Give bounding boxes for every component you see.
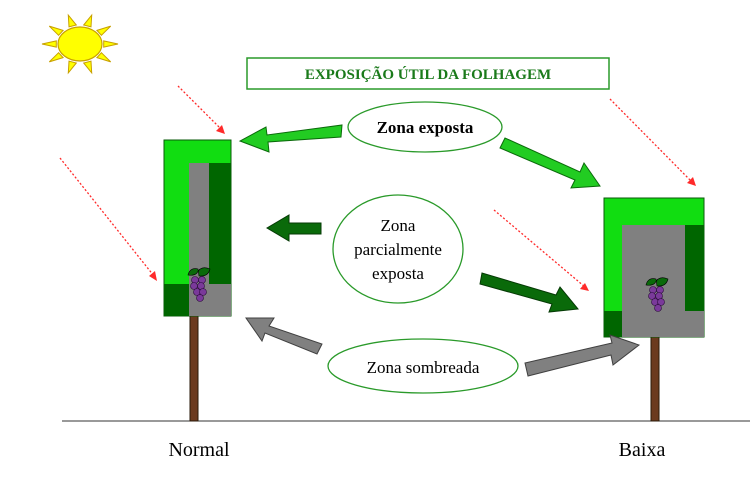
zone-shaded-label: Zona sombreada — [327, 338, 519, 394]
arrow-exposed-to-normal — [238, 124, 343, 153]
zone-partial-line-2: parcialmente — [354, 240, 442, 259]
title-text: EXPOSIÇÃO ÚTIL DA FOLHAGEM — [305, 65, 551, 83]
zone-partial-line-3: exposta — [372, 264, 424, 283]
sun-rays — [41, 13, 119, 75]
label-normal: Normal — [168, 439, 230, 461]
zone-partial-line-1: Zona — [381, 216, 416, 235]
sun-ray — [48, 51, 65, 63]
low-canopy-system — [603, 197, 705, 422]
sun-disc — [57, 26, 103, 62]
arrow-exposed-to-low — [499, 137, 601, 189]
arrow-shaded-to-normal — [245, 317, 323, 355]
shaded-zone-arrows — [245, 317, 641, 377]
normal-canopy-shaded-right — [209, 163, 231, 284]
grape-cluster-icon — [187, 267, 211, 302]
sun-icon — [41, 13, 119, 75]
zone-exposed-text: Zona exposta — [377, 118, 474, 137]
light-ray-4 — [493, 209, 589, 291]
partial-zone-arrows — [266, 214, 579, 313]
arrow-partial-to-normal — [266, 214, 322, 242]
label-low: Baixa — [619, 439, 666, 461]
zone-shaded-text: Zona sombreada — [367, 358, 480, 377]
grape-cluster-icon — [645, 277, 669, 312]
zone-partial-ellipse — [332, 194, 464, 304]
light-ray-2 — [59, 157, 157, 281]
sun-ray — [67, 60, 78, 75]
arrow-shaded-to-low — [524, 334, 641, 377]
zone-partial-label: Zona parcialmente exposta — [332, 194, 464, 304]
sun-ray — [82, 13, 93, 28]
light-ray-3 — [609, 98, 696, 186]
low-trunk — [650, 336, 660, 422]
zone-exposed-label: Zona exposta — [347, 101, 503, 153]
sun-ray — [95, 25, 112, 37]
sun-ray — [41, 40, 57, 48]
light-ray-1 — [177, 85, 225, 134]
title-box — [246, 57, 610, 90]
zone-exposed-ellipse — [347, 101, 503, 153]
low-canopy-shaded-right — [685, 225, 704, 311]
sun-ray — [48, 25, 65, 37]
sun-ray — [103, 40, 119, 48]
exposed-zone-arrows — [238, 124, 601, 189]
arrow-partial-to-low — [479, 272, 579, 313]
zone-shaded-ellipse — [327, 338, 519, 394]
incoming-light-rays — [59, 85, 696, 291]
sun-ray — [67, 13, 78, 28]
sun-ray — [95, 51, 112, 63]
normal-canopy-shaded-left — [164, 284, 189, 316]
sun-ray — [82, 60, 93, 75]
normal-trunk — [189, 315, 199, 422]
low-canopy-shaded-left — [604, 311, 622, 337]
normal-canopy-system — [163, 139, 232, 422]
